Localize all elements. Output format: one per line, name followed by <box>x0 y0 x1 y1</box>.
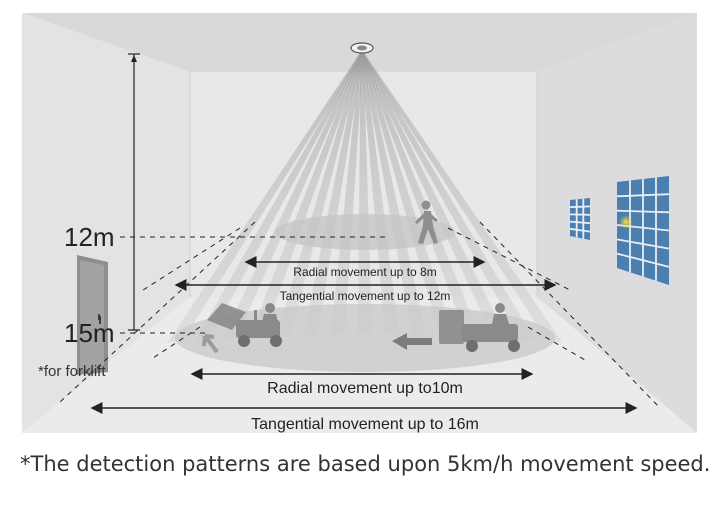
footnote: *The detection patterns are based upon 5… <box>20 452 711 476</box>
detection-beam <box>168 52 364 342</box>
window-transom <box>569 227 591 233</box>
window-transom <box>616 238 670 250</box>
forklift-right-direction-arrow <box>392 333 432 350</box>
window-transom <box>616 193 670 198</box>
radial-person-label: Radial movement up to 8m <box>293 265 436 279</box>
window-frame <box>570 198 590 240</box>
window-transom <box>569 205 591 209</box>
window-transom <box>569 220 591 225</box>
window-transom <box>616 252 670 268</box>
forklift-left-direction-arrow <box>202 334 219 354</box>
forklift-left-icon <box>207 303 282 347</box>
detection-beam <box>360 52 535 341</box>
detection-beam <box>195 52 364 341</box>
forklift-note: *for forklift <box>38 363 106 380</box>
radial-forklift-label: Radial movement up to10m <box>267 380 463 397</box>
detection-beam <box>360 52 562 342</box>
height-12m-label: 12m <box>64 222 115 252</box>
forklift-right-icon <box>439 303 520 352</box>
tangential-person-label: Tangential movement up to 12m <box>280 289 451 303</box>
tangential-forklift-label: Tangential movement up to 16m <box>251 416 479 433</box>
window-small <box>569 198 591 240</box>
sensor-icon <box>350 42 374 54</box>
ceiling <box>22 13 697 72</box>
walking-person-icon <box>415 200 438 244</box>
detection-beams <box>168 52 562 342</box>
door <box>77 255 108 375</box>
left-wall <box>22 13 190 433</box>
sun-glare <box>619 215 633 229</box>
movement-arrows <box>90 256 638 414</box>
window-large <box>616 176 670 285</box>
height-15m-label: 15m <box>64 318 115 348</box>
window-transom <box>616 209 670 214</box>
person-detection-zone <box>275 214 455 250</box>
